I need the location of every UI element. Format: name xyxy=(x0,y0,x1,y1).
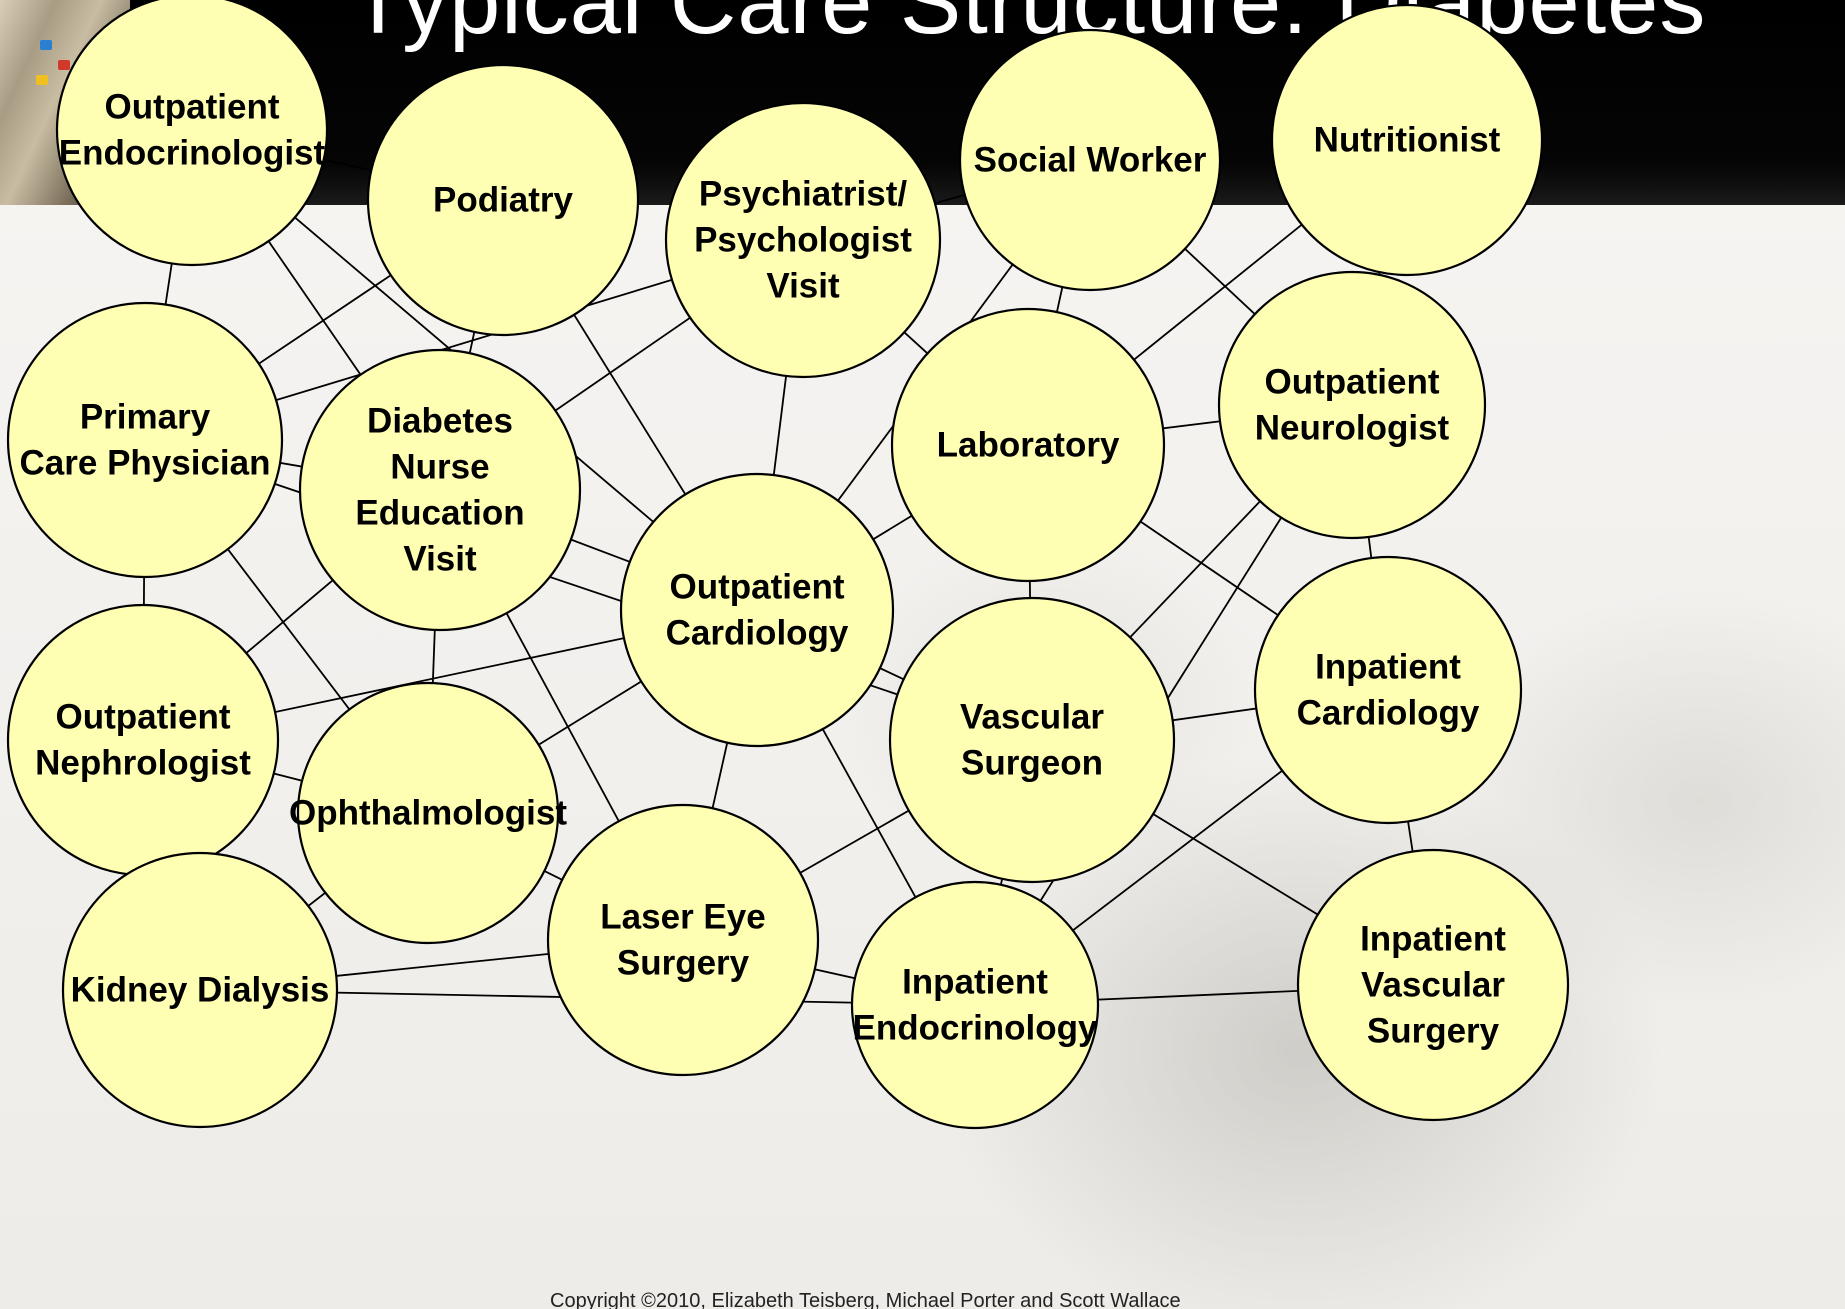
node-label-diabetes-nurse-education-visit-line-2: Education xyxy=(355,494,524,533)
node-label-podiatry-line-0: Podiatry xyxy=(433,181,574,220)
node-podiatry: Podiatry xyxy=(366,63,640,337)
node-circle-psychiatrist-psychologist-visit xyxy=(664,101,942,379)
node-label-outpatient-nephrologist-line-0: Outpatient xyxy=(56,698,231,737)
node-label-inpatient-cardiology-line-0: Inpatient xyxy=(1315,648,1461,687)
node-label-inpatient-vascular-surgery-line-1: Vascular xyxy=(1361,966,1505,1005)
node-circle-primary-care-physician xyxy=(6,301,284,579)
node-label-laboratory-line-0: Laboratory xyxy=(937,426,1120,465)
node-label-outpatient-nephrologist-line-1: Nephrologist xyxy=(35,744,251,783)
node-circle-podiatry xyxy=(366,63,640,337)
edge-primary-care-physician--vascular-surgeon xyxy=(144,439,1033,741)
node-label-psychiatrist-psychologist-visit-line-0: Psychiatrist/ xyxy=(699,175,907,214)
node-circle-ophthalmologist xyxy=(296,681,560,945)
node-ophthalmologist: Ophthalmologist xyxy=(289,681,567,945)
node-label-psychiatrist-psychologist-visit-line-1: Psychologist xyxy=(694,221,912,260)
node-circle-laboratory xyxy=(890,307,1166,583)
node-label-diabetes-nurse-education-visit-line-0: Diabetes xyxy=(367,402,513,441)
node-circle-laser-eye-surgery xyxy=(546,803,820,1077)
node-circle-diabetes-nurse-education-visit xyxy=(298,348,582,632)
node-label-primary-care-physician-line-1: Care Physician xyxy=(20,444,271,483)
node-label-vascular-surgeon-line-1: Surgeon xyxy=(961,744,1103,783)
node-laboratory: Laboratory xyxy=(890,307,1166,583)
node-circle-outpatient-endocrinologist xyxy=(55,0,329,267)
node-label-outpatient-neurologist-line-0: Outpatient xyxy=(1265,363,1440,402)
node-label-ophthalmologist-line-0: Ophthalmologist xyxy=(289,794,567,833)
node-label-outpatient-cardiology-line-0: Outpatient xyxy=(670,568,845,607)
node-label-vascular-surgeon-line-0: Vascular xyxy=(960,698,1104,737)
copyright-notice: Copyright ©2010, Elizabeth Teisberg, Mic… xyxy=(550,1290,1181,1309)
node-circle-outpatient-neurologist xyxy=(1217,270,1487,540)
node-label-nutritionist-line-0: Nutritionist xyxy=(1314,121,1501,160)
node-circle-nutritionist xyxy=(1270,3,1544,277)
node-label-outpatient-cardiology-line-1: Cardiology xyxy=(666,614,849,653)
node-label-inpatient-vascular-surgery-line-2: Surgery xyxy=(1367,1012,1500,1051)
node-circle-outpatient-nephrologist xyxy=(6,603,280,877)
node-social-worker: Social Worker xyxy=(958,28,1222,292)
node-label-outpatient-endocrinologist-line-0: Outpatient xyxy=(105,88,280,127)
node-label-kidney-dialysis-line-0: Kidney Dialysis xyxy=(71,971,330,1010)
node-circle-kidney-dialysis xyxy=(61,851,339,1129)
node-circle-vascular-surgeon xyxy=(888,596,1176,884)
node-label-laser-eye-surgery-line-0: Laser Eye xyxy=(600,898,765,937)
node-label-laser-eye-surgery-line-1: Surgery xyxy=(617,944,750,983)
node-circle-social-worker xyxy=(958,28,1222,292)
node-circle-inpatient-endocrinology xyxy=(850,880,1100,1130)
node-circle-outpatient-cardiology xyxy=(619,472,895,748)
node-label-primary-care-physician-line-0: Primary xyxy=(80,398,211,437)
node-label-inpatient-vascular-surgery-line-0: Inpatient xyxy=(1360,920,1506,959)
node-label-diabetes-nurse-education-visit-line-3: Visit xyxy=(403,540,477,579)
node-label-outpatient-neurologist-line-1: Neurologist xyxy=(1255,409,1450,448)
node-label-inpatient-endocrinology-line-1: Endocrinology xyxy=(853,1009,1099,1048)
node-label-social-worker-line-0: Social Worker xyxy=(974,141,1207,180)
node-nutritionist: Nutritionist xyxy=(1270,3,1544,277)
node-label-outpatient-endocrinologist-line-1: Endocrinologist xyxy=(59,134,326,173)
node-label-diabetes-nurse-education-visit-line-1: Nurse xyxy=(390,448,489,487)
node-circle-inpatient-vascular-surgery xyxy=(1296,848,1570,1122)
node-circle-inpatient-cardiology xyxy=(1253,555,1523,825)
node-label-inpatient-cardiology-line-1: Cardiology xyxy=(1297,694,1480,733)
node-label-psychiatrist-psychologist-visit-line-2: Visit xyxy=(766,267,840,306)
node-kidney-dialysis: Kidney Dialysis xyxy=(61,851,339,1129)
node-label-inpatient-endocrinology-line-0: Inpatient xyxy=(902,963,1048,1002)
